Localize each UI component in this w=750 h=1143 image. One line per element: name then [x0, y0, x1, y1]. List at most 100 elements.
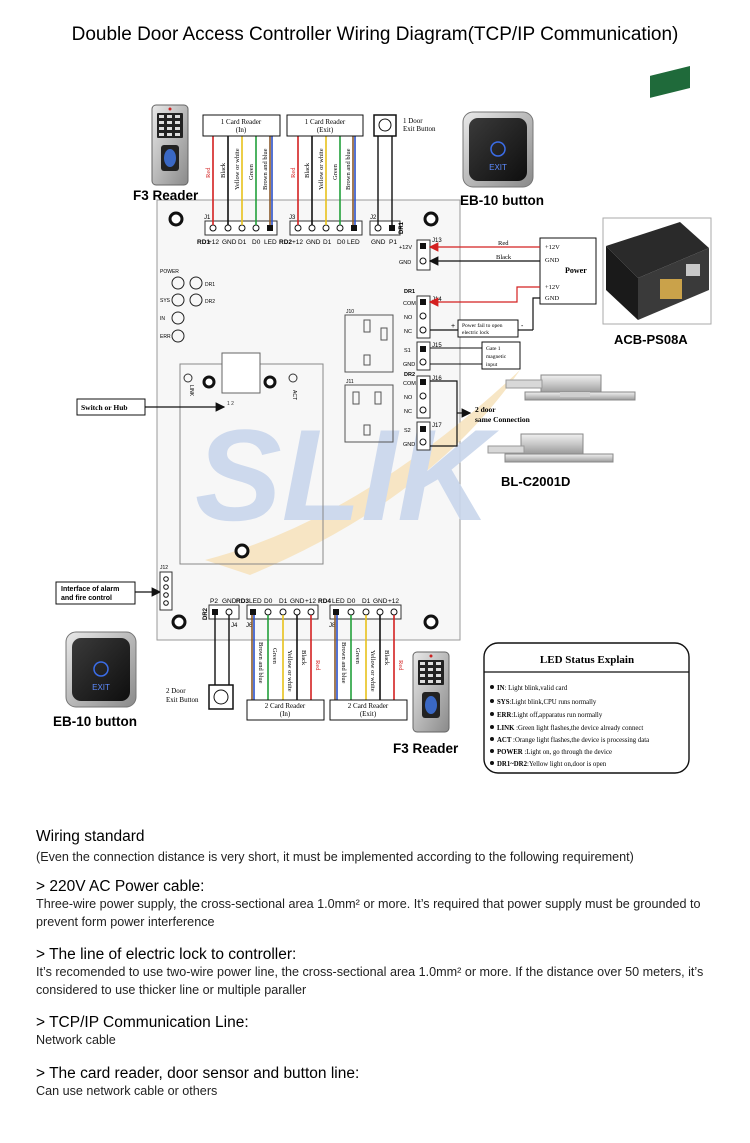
svg-text:+12: +12: [388, 598, 399, 605]
power-fail-box: Power fail to open electric lock + -: [451, 319, 524, 338]
eb10-button-bottom-label: EB-10 button: [53, 714, 137, 729]
watermark-text: SLIK: [195, 402, 499, 548]
wire-labels-reader4: Brown and blue Green Yellow or white Bla…: [340, 642, 404, 692]
svg-text:2 Door: 2 Door: [166, 687, 186, 695]
svg-text:SYS: SYS: [160, 298, 171, 304]
lock-image-2: [487, 433, 614, 463]
svg-text:Brown and blue: Brown and blue: [257, 642, 264, 684]
svg-text:D0: D0: [264, 598, 273, 605]
svg-text:J6: J6: [246, 623, 253, 629]
svg-text:J3: J3: [289, 215, 296, 221]
svg-text:LED: LED: [264, 239, 277, 246]
connector-j4: J4 DR2: [203, 604, 240, 629]
svg-text:GND: GND: [545, 295, 559, 302]
relay-1: J10: [344, 309, 394, 373]
reader3-wires: [251, 615, 312, 700]
svg-text:Yellow or white: Yellow or white: [234, 148, 241, 190]
wiring-note: (Even the connection distance is very sh…: [36, 850, 634, 864]
alarm-interface-box: Interface of alarm and fire control: [55, 581, 136, 605]
section-reader-line: > The card reader, door sensor and butto…: [36, 1064, 360, 1098]
svg-text:ERR:Light off,apparatus run no: ERR:Light off,apparatus run normally: [497, 712, 603, 719]
svg-text:DR1~DR2:Yellow light on,door i: DR1~DR2:Yellow light on,door is open: [497, 761, 607, 768]
eb10-button-top-image: EXIT: [462, 111, 534, 188]
svg-text:Black: Black: [220, 162, 227, 178]
svg-text:+12V: +12V: [545, 284, 560, 291]
svg-text:+12V: +12V: [545, 244, 560, 251]
svg-text:GND: GND: [222, 598, 237, 605]
svg-text:J8: J8: [329, 623, 336, 629]
switch-or-hub-box: Switch or Hub: [76, 398, 146, 416]
svg-text:LED: LED: [347, 239, 360, 246]
svg-text:POWER :Light on, go through th: POWER :Light on, go through the device: [497, 749, 612, 756]
svg-text:Power: Power: [565, 266, 587, 275]
svg-text:GND: GND: [371, 239, 386, 246]
svg-text:Exit Button: Exit Button: [403, 125, 436, 133]
svg-text:GND: GND: [403, 442, 415, 448]
f3-reader-top-label: F3 Reader: [133, 188, 199, 203]
connector-j6: J6: [246, 604, 319, 629]
svg-text:IN: Light blink,valid card: IN: Light blink,valid card: [497, 685, 568, 692]
svg-text:NC: NC: [404, 409, 412, 415]
eb10-button-top-label: EB-10 button: [460, 193, 544, 208]
svg-text:Green: Green: [354, 648, 361, 665]
svg-text:ACT: ACT: [291, 390, 297, 400]
wiring-heading: Wiring standard: [36, 828, 145, 845]
svg-text:S1: S1: [404, 348, 411, 354]
door2-exit-button: 2 Door Exit Button: [166, 684, 234, 710]
svg-text:Gate 1: Gate 1: [486, 346, 501, 352]
svg-text:RD1: RD1: [197, 239, 210, 246]
svg-text:Yellow or white: Yellow or white: [286, 650, 293, 692]
svg-text:Yellow or white: Yellow or white: [369, 650, 376, 692]
connector-j17: J17 S2 GND: [403, 421, 442, 451]
svg-text:NC: NC: [404, 329, 412, 335]
gate-input-box: Gate 1 magnetic input: [430, 341, 521, 370]
svg-text:J1: J1: [204, 215, 211, 221]
svg-text:electric lock: electric lock: [462, 330, 489, 336]
f3-reader-bottom-label: F3 Reader: [393, 741, 459, 756]
svg-text:GND: GND: [373, 598, 388, 605]
svg-text:DR1: DR1: [399, 221, 405, 234]
svg-text:+12: +12: [292, 239, 303, 246]
svg-text:+12: +12: [208, 239, 219, 246]
svg-text:+12: +12: [305, 598, 316, 605]
svg-text:D1: D1: [362, 598, 371, 605]
svg-text:GND: GND: [399, 260, 411, 266]
lock-image-1: [505, 374, 636, 401]
svg-text:D1: D1: [238, 239, 247, 246]
svg-text:magnetic: magnetic: [486, 354, 507, 360]
svg-text:S2: S2: [404, 428, 411, 434]
section-power-cable: > 220V AC Power cable: Three-wire power …: [36, 878, 701, 929]
svg-text:2 Card Reader: 2 Card Reader: [348, 702, 389, 710]
box-reader-exit-top: 1 Card Reader (Exit): [286, 114, 364, 137]
svg-text:GND: GND: [222, 239, 237, 246]
svg-text:2 Card Reader: 2 Card Reader: [265, 702, 306, 710]
svg-text:GND: GND: [403, 362, 415, 368]
svg-text:input: input: [486, 362, 498, 368]
led-status-title: LED Status Explain: [540, 654, 634, 666]
connector-j12: J12: [159, 565, 173, 611]
wire-labels-reader2: Red Black Yellow or white Green Brown an…: [290, 148, 352, 190]
link-led: LINK: [183, 373, 194, 397]
svg-text:LED: LED: [249, 598, 262, 605]
section-electric-lock: > The line of electric lock to controlle…: [36, 946, 704, 997]
svg-text:GND: GND: [306, 239, 321, 246]
svg-text:D0: D0: [347, 598, 356, 605]
svg-text:Exit Button: Exit Button: [166, 696, 199, 704]
rj45-port: [221, 352, 261, 394]
svg-text:Power fail to open: Power fail to open: [462, 322, 503, 329]
status-leds: POWER SYS IN ERR DR1 DR2: [160, 269, 215, 343]
mounting-holes: [168, 211, 439, 630]
box-reader-in-bottom: 2 Card Reader (In): [246, 699, 325, 721]
svg-text:Red: Red: [290, 167, 297, 178]
svg-text:(Exit): (Exit): [360, 710, 377, 718]
exit-button-2-wires: [214, 615, 230, 692]
svg-text:J13: J13: [432, 238, 442, 244]
controller-board: [156, 199, 461, 641]
svg-text:GND: GND: [545, 257, 559, 264]
svg-text:RD4: RD4: [318, 598, 331, 605]
svg-text:Black: Black: [496, 254, 512, 261]
svg-text:GND: GND: [290, 598, 305, 605]
svg-text:J12: J12: [160, 565, 168, 571]
box-reader-exit-bottom: 2 Card Reader (Exit): [329, 699, 408, 721]
svg-text:+: +: [451, 323, 455, 330]
